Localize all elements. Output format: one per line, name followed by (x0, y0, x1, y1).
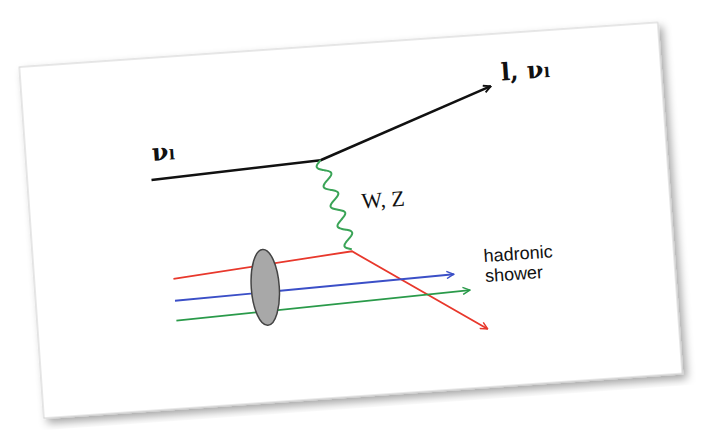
particle-label: l, νₗ (500, 56, 551, 86)
card-frame (19, 22, 682, 418)
particle-label: νₗ (151, 138, 176, 166)
red-quark (172, 242, 487, 350)
illustration (13, 15, 697, 430)
boson-label: W, Z (361, 187, 406, 214)
outgoing-lepton (316, 86, 495, 160)
green-quark (176, 290, 471, 321)
card: νₗ l, νₗ W, Z hadronic shower (13, 15, 697, 430)
nucleon (249, 249, 282, 327)
shower-label: hadronic shower (483, 242, 566, 287)
incoming-neutrino (151, 160, 321, 180)
boson-wave (316, 158, 353, 251)
